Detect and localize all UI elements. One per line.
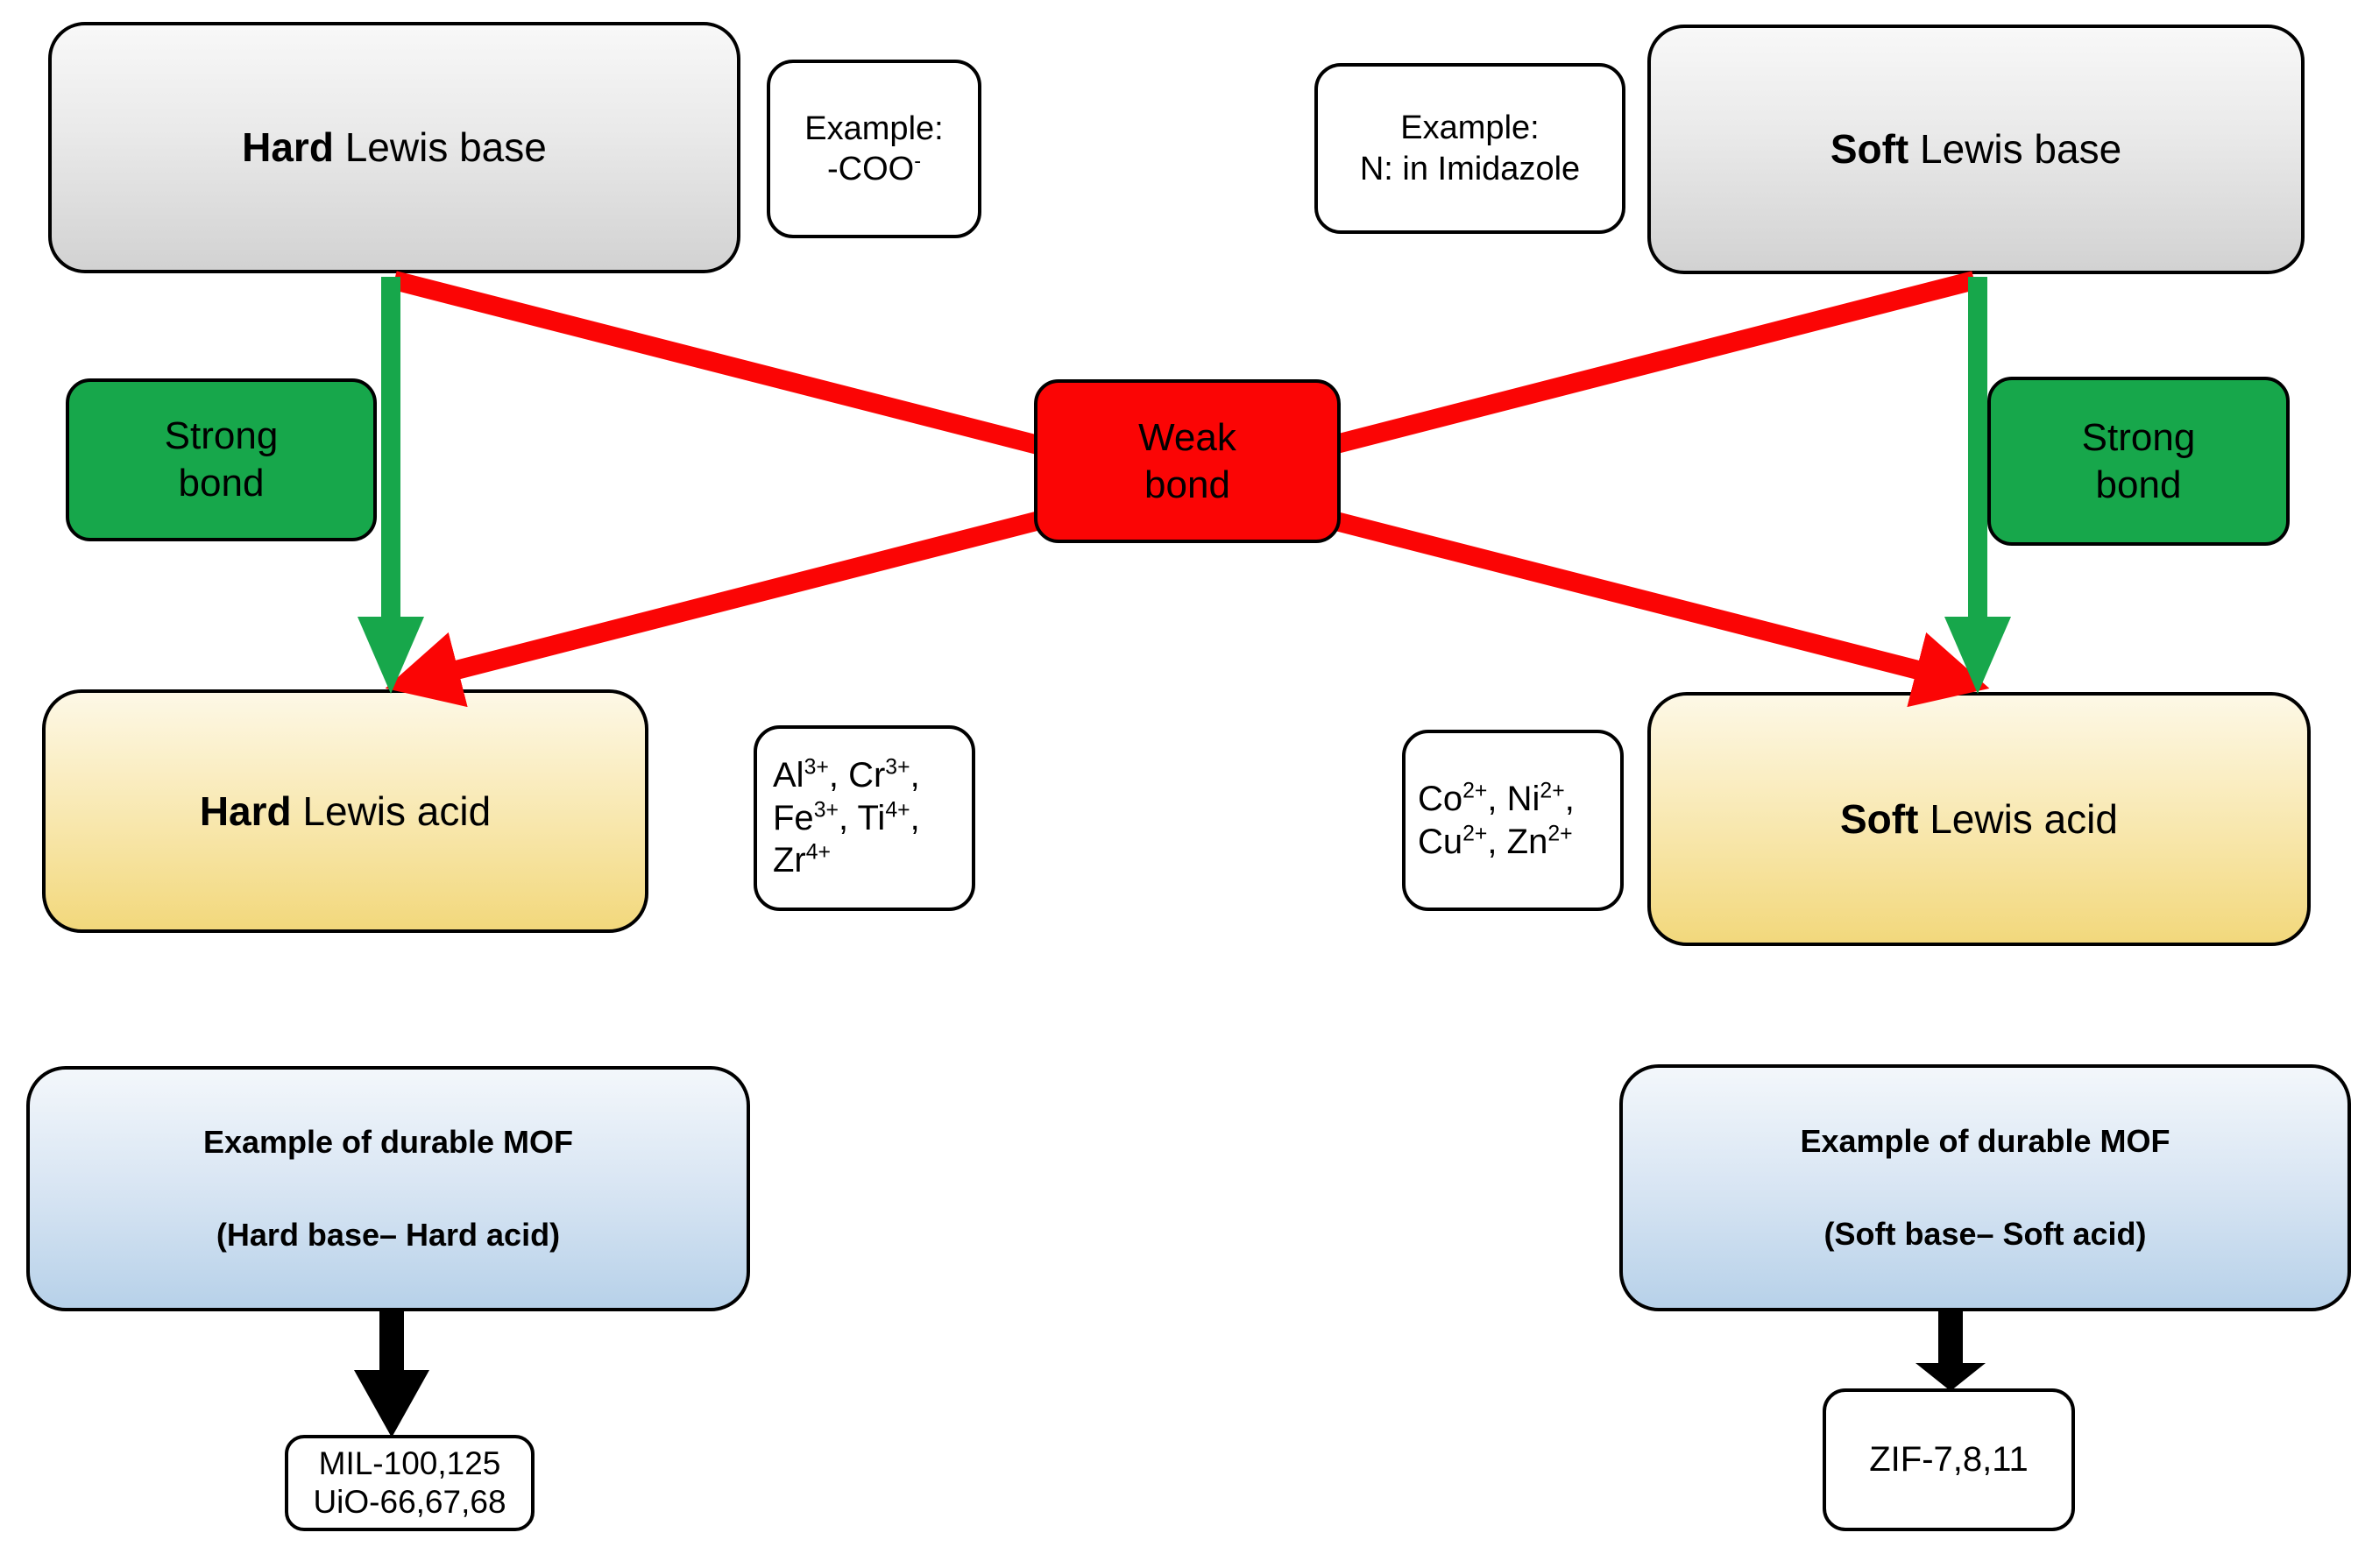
durable-mof-right-line2: (Soft base– Soft acid) (1823, 1216, 2147, 1252)
zif-line: ZIF-7,8,11 (1869, 1440, 2029, 1480)
weak-bond-line1: Weak (1138, 415, 1236, 459)
soft-ions-line1: Co2+, Ni2+, (1418, 779, 1575, 818)
strong-bond-left-line2: bond (178, 462, 265, 505)
green-arrow-left (358, 277, 424, 694)
hard-lewis-acid-label: Hard Lewis acid (199, 788, 492, 834)
weak-bond-box: Weak bond (1034, 379, 1341, 543)
durable-mof-left-line1: Example of durable MOF (202, 1124, 574, 1161)
strong-bond-right-line2: bond (2095, 463, 2182, 506)
strong-bond-box-right: Strong bond (1987, 377, 2290, 546)
strong-bond-box-left: Strong bond (66, 378, 377, 541)
example-imidazole-box: Example: N: in Imidazole (1314, 63, 1625, 234)
weak-bond-line2: bond (1144, 463, 1230, 506)
durable-mof-box-right: Example of durable MOF (Soft base– Soft … (1619, 1064, 2351, 1311)
soft-lewis-acid-box: Soft Lewis acid (1647, 692, 2311, 946)
example-coo-line1: Example: (804, 109, 944, 147)
mil-line: MIL-100,125 (318, 1444, 501, 1481)
black-arrow-right (1915, 1310, 1986, 1391)
black-arrow-left (354, 1311, 429, 1437)
hard-ions-line1: Al3+, Cr3+, (773, 755, 920, 795)
green-arrow-right (1944, 277, 2011, 694)
example-imidazole-line2: N: in Imidazole (1359, 150, 1581, 187)
soft-lewis-base-label: Soft Lewis base (1830, 126, 2122, 173)
example-coo-box: Example: -COO- (767, 60, 981, 238)
durable-mof-box-left: Example of durable MOF (Hard base– Hard … (26, 1066, 750, 1311)
durable-mof-left-line2: (Hard base– Hard acid) (216, 1217, 561, 1253)
hard-lewis-base-box: Hard Lewis base (48, 22, 740, 273)
hard-lewis-base-label: Hard Lewis base (242, 124, 547, 171)
example-imidazole-line1: Example: (1400, 109, 1540, 147)
soft-ions-line2: Cu2+, Zn2+ (1418, 822, 1573, 861)
hard-ions-line2: Fe3+, Ti4+, (773, 798, 920, 837)
strong-bond-left-line1: Strong (164, 414, 279, 458)
strong-bond-right-line1: Strong (2081, 415, 2196, 459)
durable-mof-right-line1: Example of durable MOF (1800, 1123, 2170, 1160)
hard-lewis-acid-box: Hard Lewis acid (42, 689, 648, 933)
soft-lewis-base-box: Soft Lewis base (1647, 25, 2305, 274)
hard-acid-ions-box: Al3+, Cr3+, Fe3+, Ti4+, Zr4+ (754, 725, 975, 911)
hard-ions-line3: Zr4+ (773, 841, 832, 880)
example-coo-line2: -COO- (826, 149, 922, 187)
mil-uio-box: MIL-100,125 UiO-66,67,68 (285, 1435, 535, 1531)
zif-box: ZIF-7,8,11 (1823, 1388, 2075, 1531)
uio-line: UiO-66,67,68 (313, 1484, 506, 1520)
soft-acid-ions-box: Co2+, Ni2+, Cu2+, Zn2+ (1402, 730, 1624, 911)
soft-lewis-acid-label: Soft Lewis acid (1840, 795, 2118, 842)
